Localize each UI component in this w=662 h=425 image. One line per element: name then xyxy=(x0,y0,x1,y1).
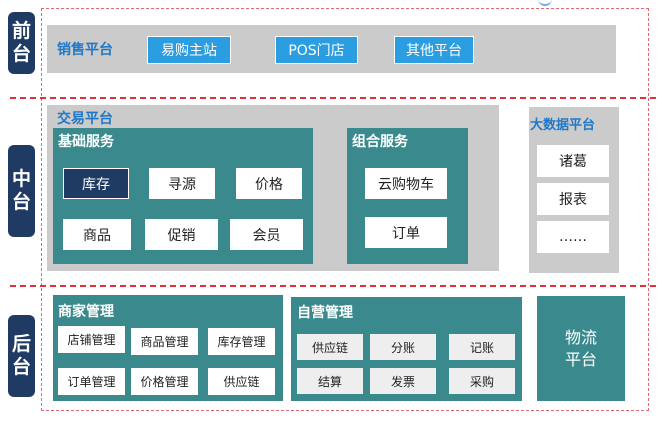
report-button[interactable]: 报表 xyxy=(537,183,609,215)
profit-sharing-button[interactable]: 分账 xyxy=(370,334,436,360)
price-button[interactable]: 价格 xyxy=(236,168,302,199)
logistics-platform-panel xyxy=(537,296,625,401)
store-management-button[interactable]: 店铺管理 xyxy=(58,326,125,353)
tier-label-back: 后 台 xyxy=(8,315,35,397)
product-button[interactable]: 商品 xyxy=(63,219,131,250)
merchant-management-title: 商家管理 xyxy=(58,304,114,320)
yigou-main-site-button[interactable]: 易购主站 xyxy=(147,36,231,64)
settlement-button[interactable]: 结算 xyxy=(297,368,363,394)
other-platforms-button[interactable]: 其他平台 xyxy=(394,36,474,64)
promotion-button[interactable]: 促销 xyxy=(145,219,218,250)
tier-middle-char-1: 中 xyxy=(11,168,31,191)
cloud-cart-button[interactable]: 云购物车 xyxy=(365,168,447,199)
separator-front-middle xyxy=(10,97,656,99)
order-button[interactable]: 订单 xyxy=(365,217,447,248)
inventory-button[interactable]: 库存 xyxy=(63,168,129,199)
pos-store-button[interactable]: POS门店 xyxy=(275,36,358,64)
tier-label-front: 前 台 xyxy=(8,12,35,74)
product-management-button[interactable]: 商品管理 xyxy=(131,328,198,355)
tier-middle-char-2: 台 xyxy=(11,191,31,213)
tier-back-char-2: 台 xyxy=(11,356,31,378)
price-management-button[interactable]: 价格管理 xyxy=(131,368,198,395)
tier-back-char-1: 后 xyxy=(11,333,31,356)
bigdata-platform-title: 大数据平台 xyxy=(530,118,596,133)
bookkeeping-button[interactable]: 记账 xyxy=(449,334,515,360)
sales-platform-title: 销售平台 xyxy=(57,42,113,58)
more-button[interactable]: …… xyxy=(537,221,609,253)
trade-platform-title: 交易平台 xyxy=(57,111,113,127)
inventory-management-button[interactable]: 库存管理 xyxy=(208,328,275,355)
zhuge-button[interactable]: 诸葛 xyxy=(537,145,609,177)
self-supply-chain-button[interactable]: 供应链 xyxy=(297,334,363,360)
separator-middle-back xyxy=(10,285,656,287)
basic-services-title: 基础服务 xyxy=(58,134,114,150)
invoice-button[interactable]: 发票 xyxy=(370,368,436,394)
tier-front-char-2: 台 xyxy=(11,43,31,65)
merchant-supply-chain-button[interactable]: 供应链 xyxy=(208,368,275,395)
outer-dashed-frame xyxy=(41,8,649,411)
self-management-title: 自营管理 xyxy=(297,305,353,321)
logistics-platform-label: 物流 平台 xyxy=(537,296,625,401)
member-button[interactable]: 会员 xyxy=(230,219,303,250)
combo-services-title: 组合服务 xyxy=(352,134,408,150)
sourcing-button[interactable]: 寻源 xyxy=(149,168,215,199)
order-management-button[interactable]: 订单管理 xyxy=(58,368,125,395)
logistics-label-line-2: 平台 xyxy=(564,349,597,369)
tier-front-char-1: 前 xyxy=(11,20,31,43)
procurement-button[interactable]: 采购 xyxy=(449,368,515,394)
accent-arc-decoration xyxy=(538,0,552,6)
logistics-label-line-1: 物流 xyxy=(564,327,597,347)
tier-label-middle: 中 台 xyxy=(8,145,35,237)
